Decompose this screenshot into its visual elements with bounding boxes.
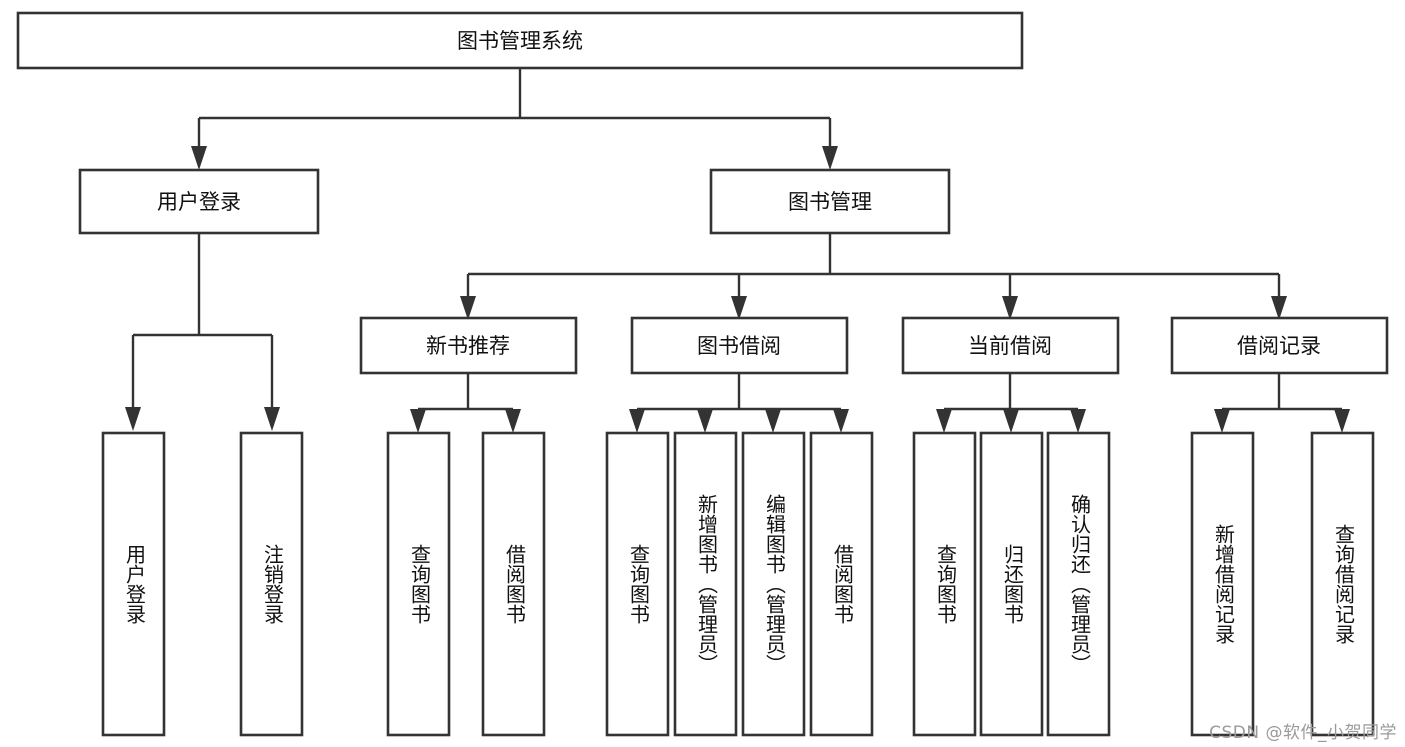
leaf-label: 编辑图书（管理员）: [763, 494, 787, 674]
arrow-userlogin-leaf-2: [264, 407, 280, 431]
leaf-label: 新增借阅记录: [1212, 524, 1236, 644]
leaf-book-borrow-4[interactable]: 借阅图书: [809, 431, 874, 737]
leaf-label: 借阅图书: [503, 544, 527, 624]
leaf-label: 查询图书: [934, 544, 958, 624]
leaf-box[interactable]: [481, 431, 546, 737]
leaf-box[interactable]: [741, 431, 806, 737]
leaf-user-login-2[interactable]: 注销登录: [239, 431, 304, 737]
arrow-newbook-leaf-1: [410, 409, 426, 433]
leaf-label: 确认归还（管理员）: [1068, 494, 1092, 674]
leaf-new-book-recommend-2[interactable]: 借阅图书: [481, 431, 546, 737]
book-borrow-box[interactable]: [630, 316, 849, 375]
arrow-bookborrow-leaf-1: [629, 409, 645, 433]
node-root[interactable]: 图书管理系统: [16, 11, 1024, 70]
arrow-newbook-leaf-2: [505, 409, 521, 433]
leaf-label: 注销登录: [261, 544, 285, 624]
arrow-to-bookborrow: [731, 296, 747, 320]
arrow-bookborrow-leaf-3: [765, 409, 781, 433]
new-book-recommend-box[interactable]: [359, 316, 578, 375]
new-book-recommend-label: 新书推荐: [426, 334, 510, 358]
node-current-borrow[interactable]: 当前借阅: [901, 316, 1120, 375]
leaf-box[interactable]: [1190, 431, 1255, 737]
leaf-box[interactable]: [673, 431, 738, 737]
leaf-box[interactable]: [239, 431, 304, 737]
current-borrow-box[interactable]: [901, 316, 1120, 375]
leaf-label: 查询图书: [627, 544, 651, 624]
leaf-current-borrow-2[interactable]: 归还图书: [979, 431, 1044, 737]
leaf-user-login-1[interactable]: 用户登录: [101, 431, 166, 737]
leaf-borrow-record-2[interactable]: 查询借阅记录: [1310, 431, 1375, 737]
leaf-box[interactable]: [1046, 431, 1111, 737]
user-login-label: 用户登录: [157, 190, 241, 214]
node-new-book-recommend[interactable]: 新书推荐: [359, 316, 578, 375]
leaf-book-borrow-2[interactable]: 新增图书（管理员）: [673, 431, 738, 737]
leaf-book-borrow-1[interactable]: 查询图书: [605, 431, 670, 737]
arrow-to-borrowrecord: [1271, 296, 1287, 320]
arrow-bookborrow-leaf-4: [833, 409, 849, 433]
arrow-to-user-login: [191, 146, 207, 170]
arrow-borrowrecord-leaf-1: [1214, 409, 1230, 433]
node-borrow-record[interactable]: 借阅记录: [1170, 316, 1389, 375]
leaf-box[interactable]: [809, 431, 874, 737]
leaf-borrow-record-1[interactable]: 新增借阅记录: [1190, 431, 1255, 737]
book-manage-box[interactable]: [709, 168, 951, 235]
root-box[interactable]: [16, 11, 1024, 70]
leaf-box[interactable]: [912, 431, 977, 737]
user-login-box[interactable]: [78, 168, 320, 235]
leaf-box[interactable]: [605, 431, 670, 737]
book-borrow-label: 图书借阅: [697, 334, 781, 358]
book-manage-label: 图书管理: [788, 190, 872, 214]
node-book-manage[interactable]: 图书管理: [709, 168, 951, 235]
leaf-label: 新增图书（管理员）: [695, 494, 719, 674]
node-book-borrow[interactable]: 图书借阅: [630, 316, 849, 375]
leaf-box[interactable]: [101, 431, 166, 737]
arrow-borrowrecord-leaf-2: [1334, 409, 1350, 433]
arrow-bookborrow-leaf-2: [697, 409, 713, 433]
arrow-userlogin-leaf-1: [125, 407, 141, 431]
leaf-label: 借阅图书: [831, 544, 855, 624]
node-user-login[interactable]: 用户登录: [78, 168, 320, 235]
leaf-box[interactable]: [1310, 431, 1375, 737]
root-label: 图书管理系统: [457, 29, 583, 53]
csdn-watermark: CSDN @软件_小贺同学: [1209, 723, 1397, 743]
arrow-to-currentborrow: [1002, 296, 1018, 320]
leaf-label: 用户登录: [123, 544, 147, 624]
arrow-to-newbook: [460, 296, 476, 320]
leaf-new-book-recommend-1[interactable]: 查询图书: [386, 431, 451, 737]
leaf-label: 查询借阅记录: [1332, 524, 1356, 644]
arrow-currentborrow-leaf-3: [1070, 409, 1086, 433]
arrow-currentborrow-leaf-2: [1003, 409, 1019, 433]
arrow-to-book-manage: [822, 146, 838, 170]
leaf-current-borrow-3[interactable]: 确认归还（管理员）: [1046, 431, 1111, 737]
leaf-box[interactable]: [979, 431, 1044, 737]
borrow-record-label: 借阅记录: [1237, 334, 1321, 358]
borrow-record-box[interactable]: [1170, 316, 1389, 375]
current-borrow-label: 当前借阅: [968, 334, 1052, 358]
arrow-currentborrow-leaf-1: [936, 409, 952, 433]
leaf-label: 归还图书: [1001, 544, 1025, 624]
leaf-current-borrow-1[interactable]: 查询图书: [912, 431, 977, 737]
leaf-label: 查询图书: [408, 544, 432, 624]
connector-layer: [125, 68, 1350, 433]
leaf-box[interactable]: [386, 431, 451, 737]
leaf-book-borrow-3[interactable]: 编辑图书（管理员）: [741, 431, 806, 737]
